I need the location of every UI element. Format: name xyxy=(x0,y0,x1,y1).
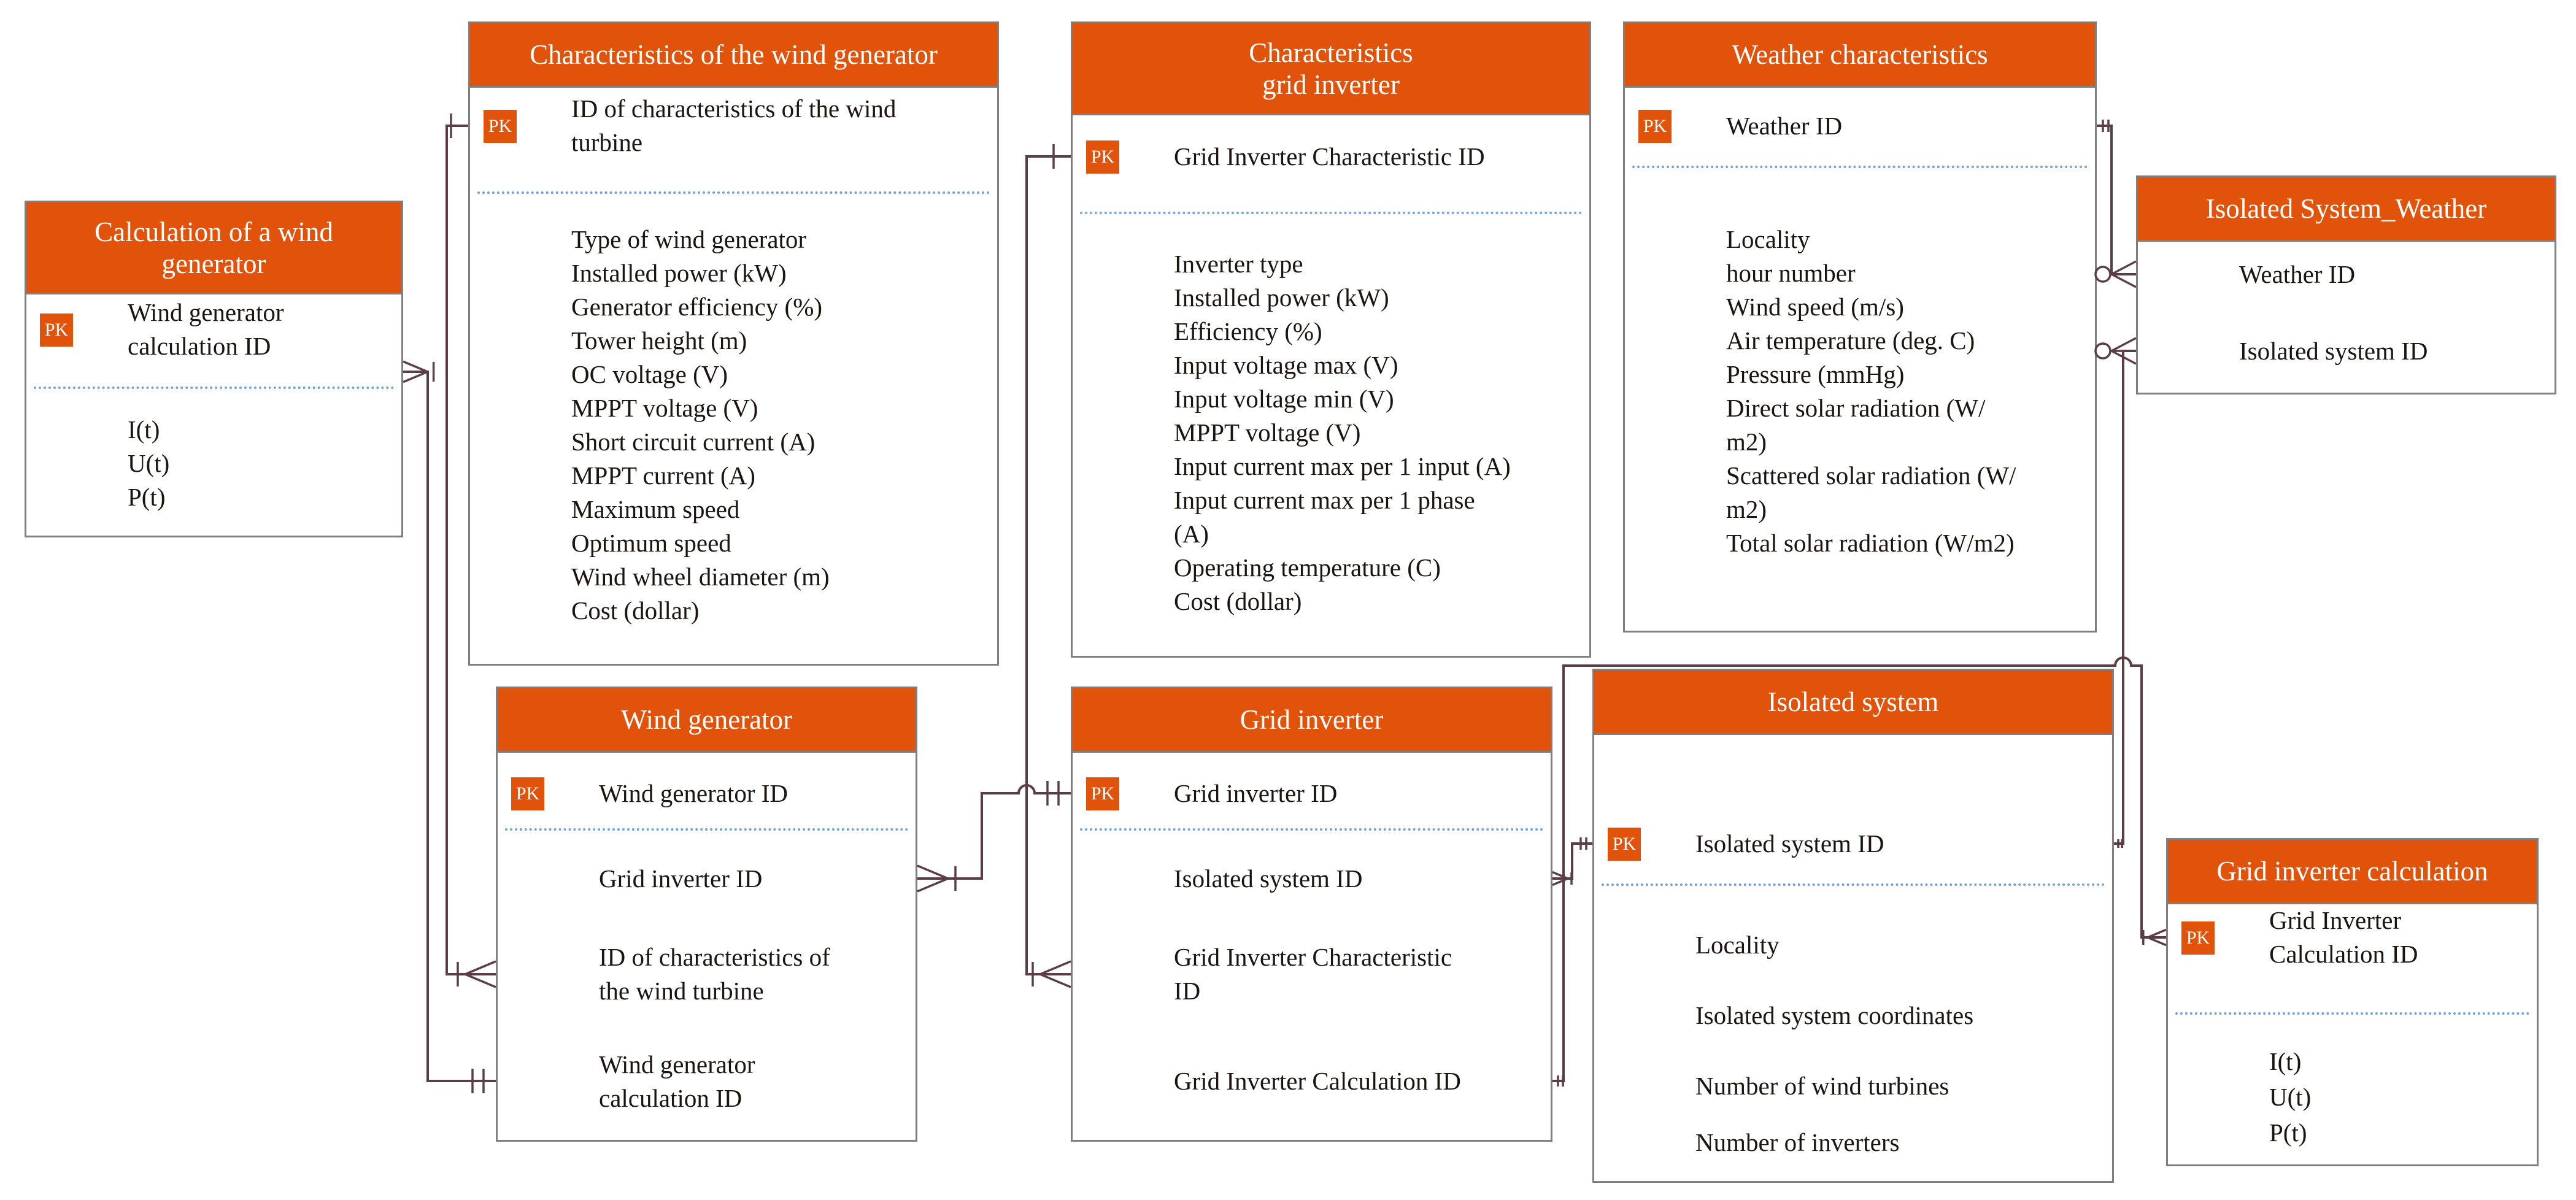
pk-field-row: Wind generator calculation ID xyxy=(128,298,284,360)
pk-badge: PK xyxy=(1608,828,1641,861)
pk-field-row: Isolated system ID xyxy=(1695,829,1884,858)
field-row: Wind wheel diameter (m) xyxy=(571,563,830,591)
field-row: Tower height (m) xyxy=(571,326,747,355)
field-row: I(t) xyxy=(128,415,160,444)
field-row: Installed power (kW) xyxy=(1174,283,1389,312)
field-row: Short circuit current (A) xyxy=(571,428,816,456)
field-row: I(t) xyxy=(2269,1047,2302,1075)
pk-divider-line xyxy=(1080,828,1543,831)
zero-many-circle xyxy=(2094,266,2111,283)
entity-title: Calculation of a wind generator xyxy=(26,202,401,294)
field-row: Inverter type xyxy=(1174,250,1303,278)
field-row: Isolated system coordinates xyxy=(1695,1001,1974,1029)
field-row: Operating temperature (C) xyxy=(1174,553,1441,582)
field-row: Efficiency (%) xyxy=(1174,317,1322,345)
field-row: Installed power (kW) xyxy=(571,259,787,287)
field-row: Wind generator calculation ID xyxy=(599,1050,755,1112)
field-row: U(t) xyxy=(2269,1083,2312,1111)
pk-divider-line xyxy=(505,828,908,831)
pk-divider-line xyxy=(34,387,394,389)
field-row: P(t) xyxy=(128,483,166,511)
field-row: MPPT voltage (V) xyxy=(1174,418,1361,447)
field-row: Cost (dollar) xyxy=(571,596,700,625)
relationship-connector-wind-generator-to-grid-inverter xyxy=(917,781,1071,893)
pk-badge: PK xyxy=(1086,777,1119,810)
field-row: Generator efficiency (%) xyxy=(571,293,822,321)
field-row: Cost (dollar) xyxy=(1174,587,1302,615)
field-row: MPPT current (A) xyxy=(571,461,755,490)
pk-field-row: ID of characteristics of the wind turbin… xyxy=(571,94,897,156)
pk-field-row: Weather ID xyxy=(1726,112,1843,140)
entity-title: Isolated system xyxy=(1594,671,2112,735)
field-row: Total solar radiation (W/m2) xyxy=(1726,529,2015,557)
field-row: Weather ID xyxy=(2239,260,2356,288)
field-row: Grid Inverter Calculation ID xyxy=(1174,1067,1461,1095)
field-row: Grid inverter ID xyxy=(599,864,763,893)
pk-badge: PK xyxy=(1638,110,1672,143)
field-row: Isolated system ID xyxy=(1174,864,1363,893)
field-row: P(t) xyxy=(2269,1118,2307,1147)
pk-field-row: Grid inverter ID xyxy=(1174,779,1338,807)
field-row: Scattered solar radiation (W/ m2) xyxy=(1726,461,2016,523)
pk-divider-line xyxy=(2175,1012,2529,1015)
pk-divider-line xyxy=(1632,166,2088,168)
pk-divider-line xyxy=(1080,212,1582,214)
field-row: Isolated system ID xyxy=(2239,337,2428,365)
entity-title: Isolated System_Weather xyxy=(2138,177,2555,242)
field-row: Type of wind generator xyxy=(571,225,807,253)
field-row: hour number xyxy=(1726,259,1856,287)
field-row: Locality xyxy=(1695,931,1780,959)
field-row: Input current max per 1 phase (A) xyxy=(1174,486,1475,548)
pk-divider-line xyxy=(1602,883,2105,886)
field-row: Wind speed (m/s) xyxy=(1726,293,1904,321)
pk-field-row: Wind generator ID xyxy=(599,779,789,807)
relationship-connector-grid-inverter-to-isolated-system xyxy=(1552,837,1592,887)
field-row: ID of characteristics of the wind turbin… xyxy=(599,943,830,1005)
relationship-connector-characteristics-grid-inverter-to-grid-inverter xyxy=(1025,144,1071,988)
field-row: Direct solar radiation (W/ m2) xyxy=(1726,394,1986,456)
pk-badge: PK xyxy=(40,313,73,347)
entity-title: Wind generator xyxy=(498,688,916,753)
field-row: Number of wind turbines xyxy=(1695,1072,1949,1100)
field-row: Optimum speed xyxy=(571,529,731,557)
pk-badge: PK xyxy=(511,777,544,810)
field-row: OC voltage (V) xyxy=(571,360,728,388)
field-row: Maximum speed xyxy=(571,495,740,523)
pk-badge: PK xyxy=(1086,140,1119,174)
field-row: Input voltage max (V) xyxy=(1174,351,1398,379)
relationship-connector-weather-to-isolated-system-weather xyxy=(2094,120,2137,288)
field-row: MPPT voltage (V) xyxy=(571,394,758,422)
pk-badge: PK xyxy=(2181,921,2215,955)
field-row: Input voltage min (V) xyxy=(1174,385,1394,413)
field-row: Grid Inverter Characteristic ID xyxy=(1174,943,1452,1005)
field-row: Pressure (mmHg) xyxy=(1726,360,1905,388)
entity-title: Characteristics grid inverter xyxy=(1073,23,1589,115)
entity-title: Grid inverter xyxy=(1073,688,1551,753)
field-row: Number of inverters xyxy=(1695,1128,1900,1156)
entity-title: Grid inverter calculation xyxy=(2168,840,2537,904)
field-row: Input current max per 1 input (A) xyxy=(1174,452,1511,480)
field-row: Locality xyxy=(1726,225,1810,253)
entity-title: Weather characteristics xyxy=(1625,23,2095,88)
pk-field-row: Grid Inverter Characteristic ID xyxy=(1174,142,1485,171)
pk-field-row: Grid Inverter Calculation ID xyxy=(2269,906,2418,968)
zero-many-circle xyxy=(2094,342,2111,360)
pk-badge: PK xyxy=(484,110,517,143)
field-row: Air temperature (deg. C) xyxy=(1726,326,1975,355)
pk-divider-line xyxy=(477,191,990,194)
entity-title: Characteristics of the wind generator xyxy=(470,23,997,88)
field-row: U(t) xyxy=(128,449,170,477)
